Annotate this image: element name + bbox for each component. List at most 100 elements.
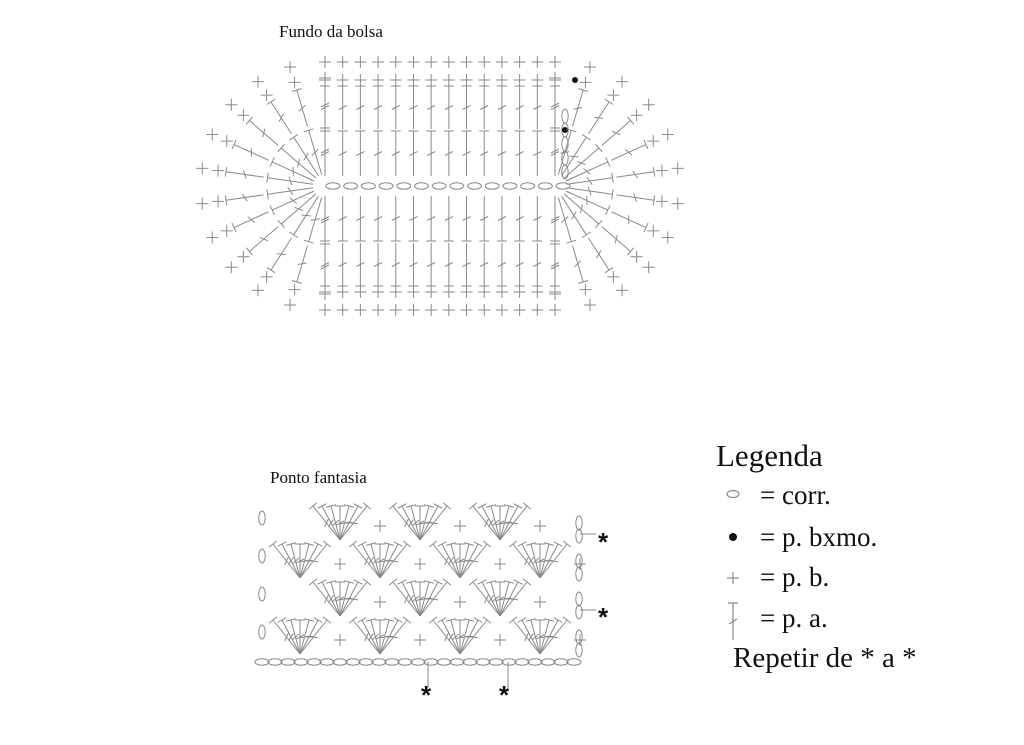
- single-crochet: [661, 231, 674, 244]
- single-crochet: [237, 250, 250, 263]
- single-crochet: [336, 74, 349, 86]
- single-crochet: [642, 98, 655, 111]
- chain-stitch: [561, 108, 569, 124]
- double-crochet: [443, 130, 454, 176]
- chain-stitch: [396, 182, 412, 190]
- double-crochet: [459, 616, 492, 655]
- single-crochet: [389, 56, 402, 68]
- double-crochet: [303, 197, 323, 244]
- double-crochet: [299, 616, 332, 655]
- double-crochet: [496, 243, 507, 287]
- double-crochet: [375, 543, 385, 578]
- double-crochet: [563, 143, 603, 179]
- single-crochet: [372, 286, 385, 298]
- single-crochet: [407, 56, 420, 68]
- single-crochet: [574, 558, 586, 570]
- double-crochet: [550, 198, 560, 245]
- chain-stitch: [488, 658, 504, 666]
- single-crochet: [389, 286, 402, 298]
- double-crochet: [486, 504, 501, 541]
- double-crochet: [443, 85, 454, 129]
- single-crochet: [647, 224, 660, 237]
- double-crochet: [550, 248, 560, 287]
- single-crochet: [616, 284, 629, 297]
- double-crochet: [526, 542, 541, 579]
- slip-stitch-dot: [572, 77, 578, 83]
- double-crochet: [379, 540, 412, 579]
- double-crochet: [337, 243, 348, 287]
- double-crochet: [289, 195, 319, 238]
- double-crochet: [320, 85, 330, 124]
- double-crochet: [535, 543, 545, 578]
- double-crochet: [539, 618, 554, 655]
- double-crochet: [373, 85, 384, 129]
- single-crochet: [579, 76, 592, 89]
- single-crochet: [478, 56, 491, 68]
- chain-stitch: [258, 510, 266, 526]
- single-crochet: [354, 286, 367, 298]
- single-crochet: [220, 224, 233, 237]
- double-crochet: [397, 503, 421, 541]
- single-crochet: [407, 304, 420, 316]
- single-crochet: [630, 109, 643, 122]
- double-crochet: [337, 85, 348, 129]
- chain-stitch: [319, 658, 335, 666]
- double-crochet: [535, 619, 545, 654]
- double-crochet: [397, 579, 421, 617]
- single-crochet: [478, 74, 491, 86]
- double-crochet: [601, 116, 635, 146]
- single-crochet: [495, 56, 508, 68]
- chain-stitch: [423, 658, 439, 666]
- double-crochet: [266, 98, 292, 135]
- single-crochet: [513, 74, 526, 86]
- chain-stitch: [254, 658, 270, 666]
- legend-text-slip: = p. bxmo.: [760, 522, 878, 552]
- double-crochet: [339, 578, 372, 617]
- single-crochet: [212, 195, 225, 208]
- double-crochet: [308, 502, 341, 541]
- single-crochet: [374, 596, 386, 608]
- double-crochet: [566, 186, 614, 200]
- double-crochet: [461, 196, 472, 242]
- double-crochet: [390, 85, 401, 129]
- chain-stitch: [360, 182, 376, 190]
- double-crochet: [317, 579, 341, 617]
- chain-stitch: [449, 182, 465, 190]
- chain-stitch: [343, 182, 359, 190]
- chain-stitch: [293, 658, 309, 666]
- double-crochet: [286, 542, 301, 579]
- single-crochet: [260, 89, 273, 102]
- single-crochet: [549, 56, 561, 68]
- single-crochet: [574, 634, 586, 646]
- single-crochet: [319, 56, 331, 68]
- chain-stitch: [575, 553, 583, 569]
- single-crochet: [225, 98, 238, 111]
- single-crochet: [460, 56, 473, 68]
- double-crochet: [455, 619, 465, 654]
- single-crochet: [579, 283, 592, 296]
- single-crochet: [494, 634, 506, 646]
- single-crochet: [478, 304, 491, 316]
- single-crochet: [414, 634, 426, 646]
- double-crochet: [348, 616, 381, 655]
- double-crochet: [277, 193, 317, 229]
- double-crochet: [499, 578, 532, 617]
- single-crochet: [237, 109, 250, 122]
- single-crochet: [494, 558, 506, 570]
- double-crochet: [426, 130, 437, 176]
- double-crochet: [437, 541, 461, 579]
- single-crochet: [336, 304, 349, 316]
- single-crochet: [531, 56, 544, 68]
- double-crochet: [486, 580, 501, 617]
- chain-stitch: [537, 182, 553, 190]
- slip-stitch-dot: [562, 127, 568, 133]
- double-crochet: [277, 617, 301, 655]
- double-crochet: [224, 193, 264, 206]
- double-crochet: [532, 130, 543, 176]
- single-crochet: [513, 304, 526, 316]
- double-crochet: [468, 578, 501, 617]
- double-crochet: [499, 502, 532, 541]
- double-crochet: [224, 166, 264, 179]
- double-crochet: [339, 504, 354, 541]
